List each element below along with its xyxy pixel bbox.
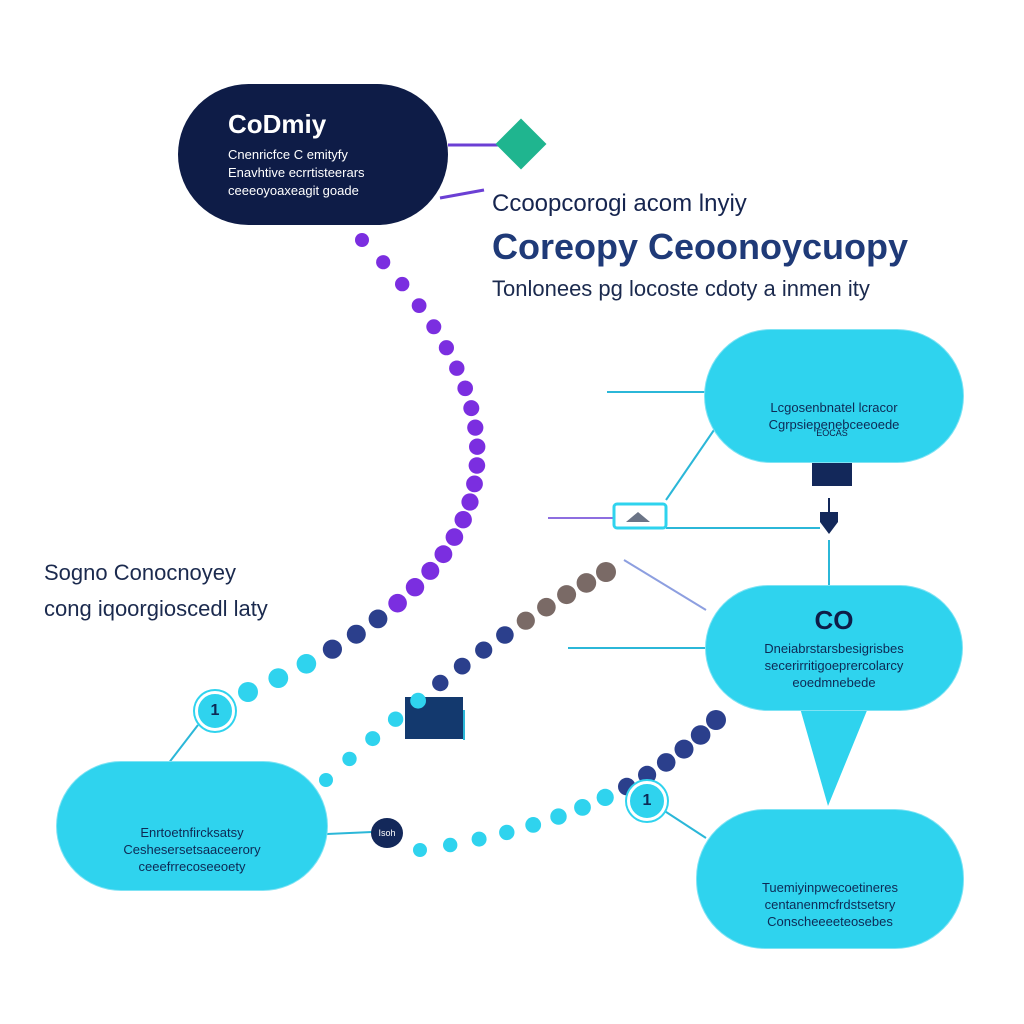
purple-dot bbox=[434, 545, 453, 564]
connector-left-hub bbox=[326, 831, 373, 835]
left-node-line: ceeefrrecoseeoety bbox=[138, 858, 246, 874]
bottom-right-node-line: Conscheeeeteosebes bbox=[767, 913, 893, 929]
navy-dot bbox=[387, 711, 404, 727]
cyan-dot bbox=[413, 843, 427, 857]
navy-dot bbox=[596, 562, 616, 582]
navy-dot bbox=[453, 657, 471, 675]
left-node[interactable]: Enrtoetnfircksatsy Ceshesersetsaaceerory… bbox=[57, 762, 327, 890]
purple-dot bbox=[268, 668, 289, 688]
main-node-title: CoDmiy bbox=[228, 109, 327, 139]
cyan-dot bbox=[674, 739, 694, 759]
connector-badge-right bbox=[659, 807, 707, 839]
cyan-dot bbox=[638, 765, 657, 785]
purple-dot bbox=[368, 609, 388, 629]
left-node-line: Ceshesersetsaaceerory bbox=[123, 841, 261, 857]
cyan-dot bbox=[499, 824, 515, 841]
purple-dot bbox=[322, 639, 342, 659]
connector-main-header bbox=[439, 188, 485, 200]
purple-dot bbox=[469, 438, 486, 455]
purple-dot bbox=[346, 624, 366, 644]
purple-dot bbox=[238, 682, 258, 702]
side-label-subtitle: cong iqoorgioscedl laty bbox=[44, 596, 268, 621]
top-right-tag-label: EOCAS bbox=[816, 428, 848, 438]
navy-dot bbox=[432, 674, 449, 692]
left-node-line: Enrtoetnfircksatsy bbox=[140, 824, 244, 840]
purple-dot bbox=[449, 360, 465, 376]
connector-badge-left bbox=[167, 724, 199, 765]
mid-right-node-line: Dneiabrstarsbesigrisbes bbox=[764, 641, 904, 656]
mid-right-node[interactable]: CO Dneiabrstarsbesigrisbes secerirritigo… bbox=[706, 586, 962, 710]
navy-dot bbox=[410, 692, 426, 709]
navy-dot bbox=[557, 585, 577, 605]
mid-right-node-icon-label: CO bbox=[814, 605, 854, 635]
hub-badge[interactable]: Isoh bbox=[371, 818, 403, 848]
header-tagline: Tonlonees pg locoste cdoty a inmen ity bbox=[492, 276, 870, 301]
cyan-dot bbox=[706, 710, 726, 730]
connector-dot-mid bbox=[623, 559, 707, 611]
funnel-pointer bbox=[800, 708, 868, 806]
mid-right-node-line: eoedmnebede bbox=[792, 675, 876, 690]
purple-dot bbox=[376, 255, 391, 270]
purple-dot bbox=[454, 511, 472, 529]
top-right-node-line: Cgrpsiepenebceeoede bbox=[768, 417, 900, 432]
header-subtitle: Ccoopcorogi acom lnyiy bbox=[492, 190, 747, 217]
purple-dot bbox=[466, 475, 483, 493]
cyan-dot bbox=[525, 817, 542, 833]
main-node-line: ceeeoyoaxeagit goade bbox=[228, 183, 359, 198]
purple-dot bbox=[468, 457, 486, 474]
purple-dot bbox=[438, 340, 454, 356]
purple-dot bbox=[405, 578, 425, 597]
main-node-line: Enavhtive ecrrtisteerars bbox=[228, 165, 365, 180]
purple-dot bbox=[421, 561, 440, 580]
step-badge-left[interactable]: 1 bbox=[195, 691, 235, 731]
cyan-dot bbox=[443, 837, 458, 853]
purple-dot bbox=[463, 400, 480, 417]
purple-dot bbox=[388, 593, 407, 613]
bottom-right-node[interactable]: Tuemiyinpwecoetineres centanenmcfrdstset… bbox=[697, 810, 963, 948]
purple-dot bbox=[296, 654, 317, 674]
purple-dot bbox=[426, 319, 442, 335]
top-right-node-line: Lcgosenbnatel lcracor bbox=[770, 400, 898, 415]
navy-dot bbox=[365, 731, 381, 747]
purple-dot bbox=[457, 380, 474, 397]
anchor-icon bbox=[820, 512, 838, 534]
main-node-line: Cnenricfce C emityfy bbox=[228, 147, 348, 162]
purple-dot bbox=[461, 493, 479, 511]
cyan-dot bbox=[574, 799, 591, 816]
cyan-dot bbox=[471, 831, 487, 847]
navy-dot bbox=[496, 626, 514, 644]
purple-dot bbox=[411, 298, 427, 313]
cyan-dot bbox=[550, 808, 567, 825]
cyan-dot bbox=[656, 753, 676, 772]
purple-dot bbox=[445, 528, 464, 546]
purple-dot bbox=[355, 233, 369, 247]
dot-paths bbox=[238, 233, 726, 857]
cyan-dot bbox=[690, 725, 711, 745]
header-title: Coreopy Ceoonoycuopy bbox=[492, 226, 909, 267]
purple-dot bbox=[467, 419, 484, 436]
mid-right-node-line: secerirritigoeprercolarcy bbox=[764, 658, 904, 673]
navy-dot bbox=[342, 751, 357, 767]
bottom-right-node-line: Tuemiyinpwecoetineres bbox=[761, 879, 899, 895]
cyan-dot bbox=[596, 788, 614, 807]
connector-top-right-diag bbox=[665, 429, 715, 501]
navy-dot bbox=[537, 597, 556, 617]
main-node[interactable]: CoDmiy Cnenricfce C emityfy Enavhtive ec… bbox=[178, 84, 448, 225]
diamond-icon bbox=[495, 118, 547, 170]
navy-dot bbox=[516, 611, 535, 630]
step-badge-right[interactable]: 1 bbox=[627, 781, 667, 821]
navy-dot bbox=[576, 573, 597, 593]
navy-dot bbox=[475, 641, 493, 659]
navy-dot bbox=[319, 773, 333, 787]
bottom-right-node-line: centanenmcfrdstsetsry bbox=[764, 896, 896, 912]
top-right-node[interactable]: Lcgosenbnatel lcracor Cgrpsiepenebceeoed… bbox=[705, 330, 963, 462]
purple-dot bbox=[395, 276, 410, 292]
side-label-title: Sogno Conocnoyey bbox=[44, 560, 237, 585]
